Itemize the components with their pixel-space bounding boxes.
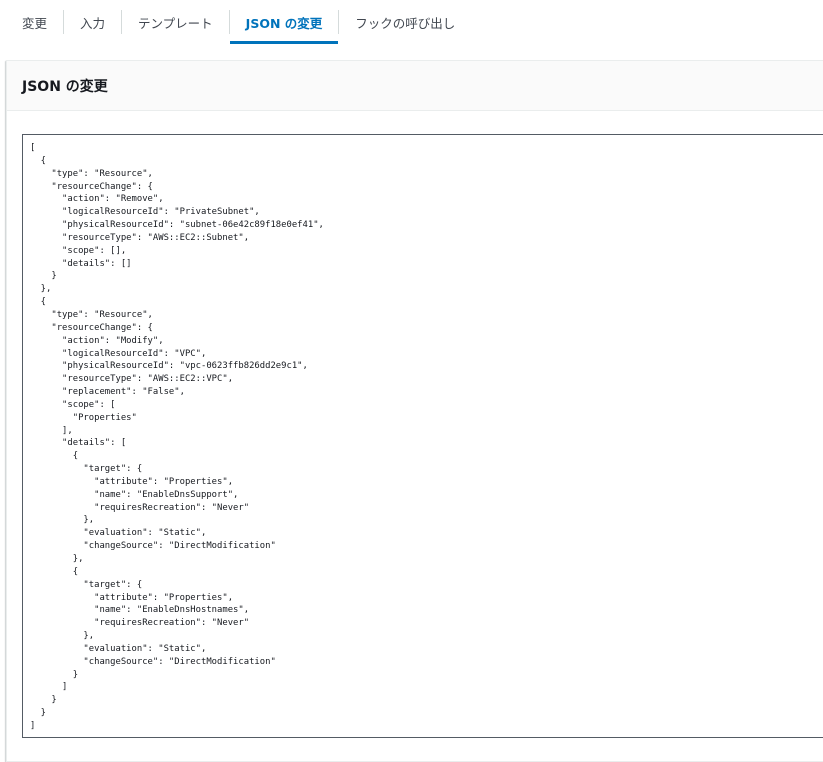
- tab-hook-invocations[interactable]: フックの呼び出し: [355, 15, 456, 31]
- tab-divider: [338, 10, 340, 34]
- tab-divider: [121, 10, 123, 34]
- tab-template[interactable]: テンプレート: [138, 15, 213, 31]
- tab-inputs[interactable]: 入力: [80, 15, 106, 31]
- json-changes-panel: JSON の変更 [ { "type": "Resource", "resour…: [6, 60, 823, 762]
- tab-bar: 変更 入力 テンプレート JSON の変更 フックの呼び出し: [0, 0, 823, 44]
- panel-title: JSON の変更: [22, 78, 108, 95]
- tab-json-changes[interactable]: JSON の変更: [229, 0, 339, 44]
- tab-divider: [63, 10, 65, 34]
- panel-header: JSON の変更: [7, 61, 823, 111]
- json-code-text: [ { "type": "Resource", "resourceChange"…: [30, 143, 324, 731]
- json-code-box[interactable]: [ { "type": "Resource", "resourceChange"…: [22, 134, 823, 738]
- tab-divider: [228, 10, 230, 34]
- tab-changes[interactable]: 変更: [22, 15, 48, 31]
